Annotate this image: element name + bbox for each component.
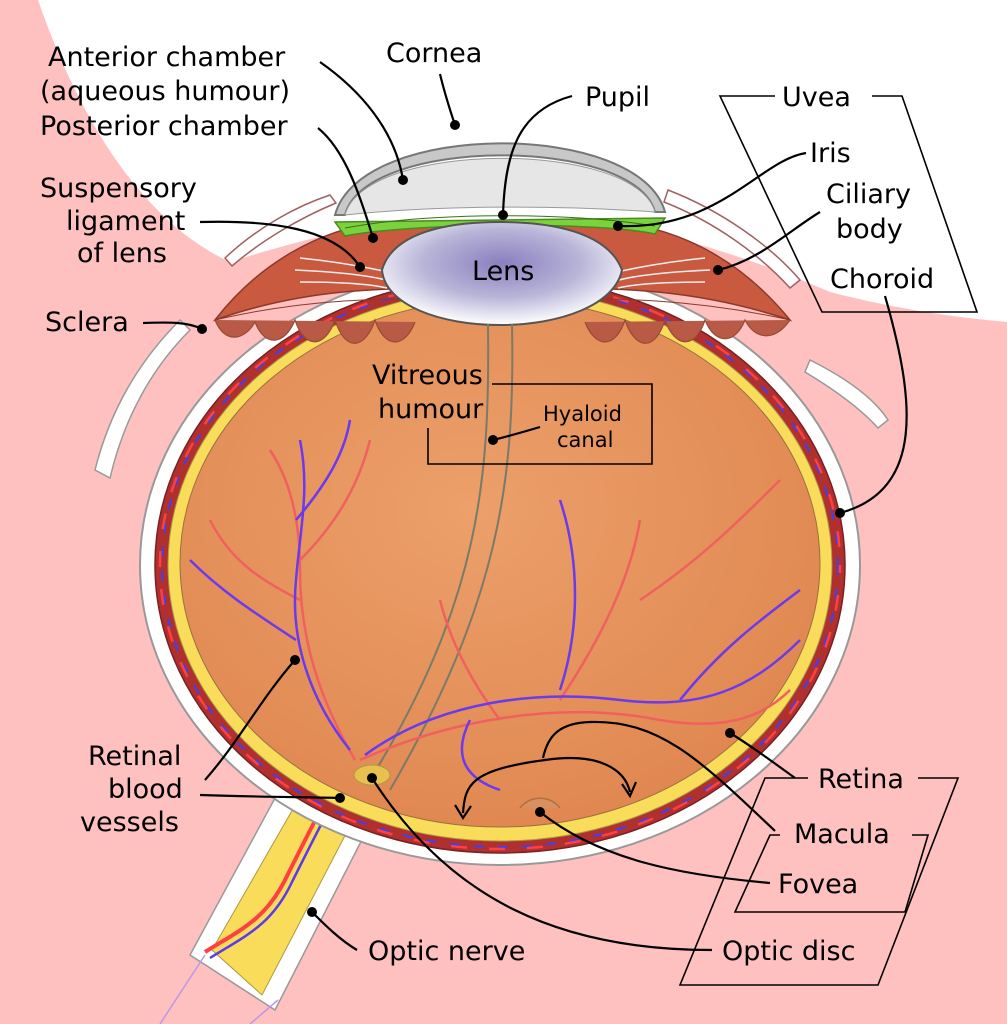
label-optic-disc: Optic disc bbox=[722, 936, 855, 967]
label-optic-nerve: Optic nerve bbox=[368, 936, 525, 967]
label-uvea: Uvea bbox=[782, 82, 851, 113]
label-cornea: Cornea bbox=[386, 38, 482, 69]
upper-eyelid-right bbox=[663, 189, 802, 290]
leader-lines bbox=[142, 61, 908, 952]
label-hyaloid-2: canal bbox=[557, 428, 613, 452]
label-anterior-chamber: Anterior chamber bbox=[48, 42, 286, 73]
label-choroid: Choroid bbox=[830, 264, 934, 295]
label-posterior-chamber: Posterior chamber bbox=[40, 111, 288, 142]
lower-eyelid-left bbox=[94, 318, 192, 480]
label-hyaloid-1: Hyaloid bbox=[543, 402, 622, 426]
label-ciliary-1: Ciliary bbox=[826, 179, 911, 210]
label-retinal-2: blood bbox=[108, 774, 183, 805]
label-fovea: Fovea bbox=[778, 869, 858, 900]
lower-eyelid-right bbox=[804, 358, 889, 430]
label-retinal-3: vessels bbox=[80, 807, 179, 838]
label-vitreous-2: humour bbox=[378, 394, 484, 425]
hyaloid-canal bbox=[369, 323, 514, 791]
retinal-vessels-arteries bbox=[208, 439, 791, 762]
upper-eyelid bbox=[223, 194, 338, 268]
label-retinal-1: Retinal bbox=[88, 741, 181, 772]
cornea bbox=[333, 142, 667, 216]
label-macula: Macula bbox=[794, 819, 890, 850]
fovea-pit bbox=[519, 797, 561, 809]
label-retina: Retina bbox=[818, 764, 904, 795]
retinal-vessels-veins bbox=[189, 419, 801, 792]
labels: Anterior chamber (aqueous humour) Poster… bbox=[40, 38, 934, 967]
label-suspensory-1: Suspensory bbox=[40, 173, 197, 204]
anterior-chamber bbox=[344, 157, 656, 216]
label-pupil: Pupil bbox=[585, 82, 650, 113]
brackets bbox=[427, 95, 979, 986]
label-sclera: Sclera bbox=[45, 307, 129, 338]
label-lens: Lens bbox=[472, 256, 534, 287]
label-suspensory-2: ligament bbox=[66, 206, 185, 237]
ciliary-folds bbox=[214, 318, 791, 344]
label-aqueous-humour: (aqueous humour) bbox=[40, 76, 290, 107]
label-suspensory-3: of lens bbox=[77, 238, 167, 269]
label-iris: Iris bbox=[810, 138, 851, 169]
lens bbox=[380, 220, 624, 327]
vitreous-body bbox=[179, 298, 821, 828]
label-ciliary-2: body bbox=[836, 214, 903, 245]
label-vitreous-1: Vitreous bbox=[372, 360, 483, 391]
